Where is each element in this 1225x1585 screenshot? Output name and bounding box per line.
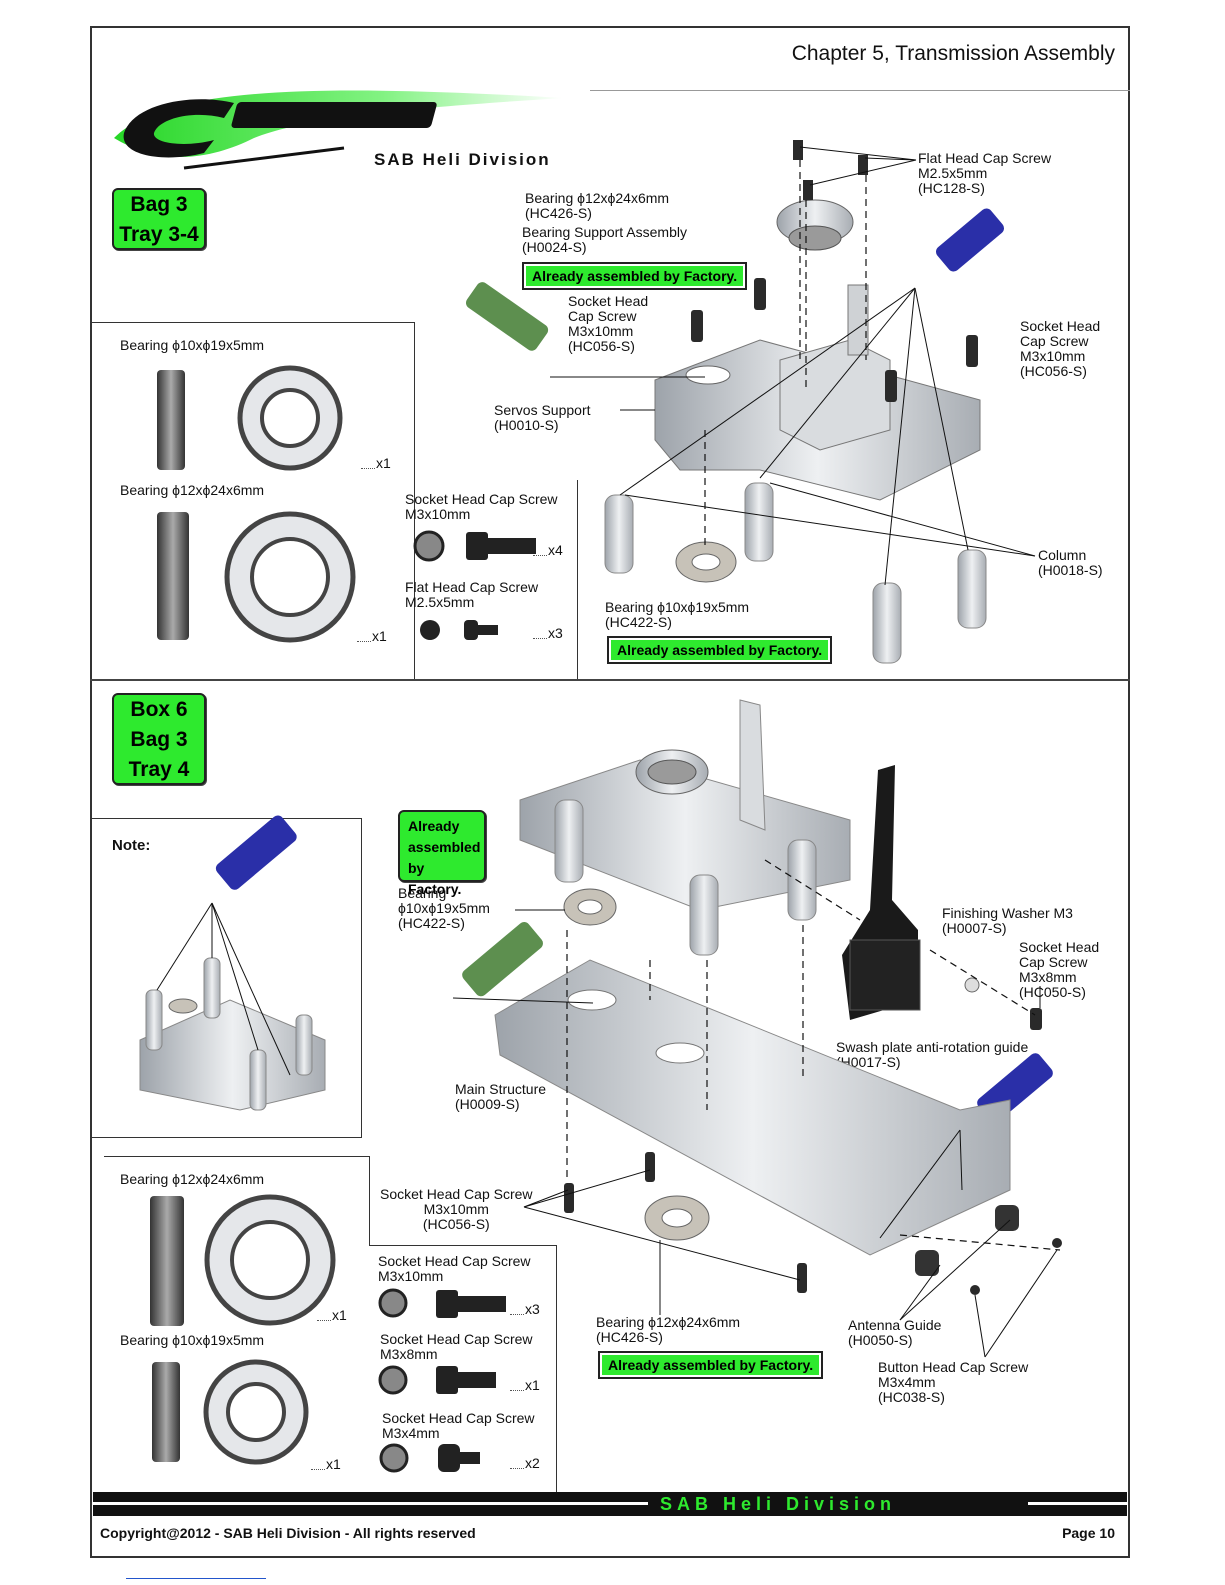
chapter-rule	[590, 90, 1130, 91]
parts-box-2	[104, 1156, 370, 1492]
part2-bearing-10x19: Bearing ϕ10xϕ19x5mm	[120, 1332, 265, 1348]
callout-column: Column(H0018-S)	[1038, 547, 1103, 578]
qty2-bearing-12x24: x1	[317, 1307, 347, 1323]
logo-subtitle: SAB Heli Division	[374, 150, 551, 169]
page-number: Page 10	[1062, 1525, 1115, 1541]
box-bag-tray-tag-2: Box 6 Bag 3 Tray 4	[112, 693, 206, 785]
qty2-socket-m3x8: x1	[510, 1377, 540, 1393]
callout-swash-guide: Swash plate anti-rotation guide(H0017-S)	[836, 1039, 1029, 1070]
part-bearing-10x19: Bearing ϕ10xϕ19x5mm	[120, 337, 265, 353]
qty2-socket-m3x4: x2	[510, 1455, 540, 1471]
parts-box-2b	[369, 1156, 370, 1246]
copyright: Copyright@2012 - SAB Heli Division - All…	[100, 1525, 476, 1541]
parts-box-1b	[414, 480, 578, 679]
bag-tray-tag-1: Bag 3 Tray 3-4	[112, 188, 206, 250]
callout-bearing-12x24: Bearing ϕ12xϕ24x6mm(HC426-S)	[525, 190, 670, 221]
factory-block: Already assembled by Factory.	[398, 810, 486, 897]
part2-bearing-12x24: Bearing ϕ12xϕ24x6mm	[120, 1171, 265, 1187]
qty-flat-screw-m25x5: x3	[533, 625, 563, 641]
goblin-logo	[114, 90, 564, 170]
callout-bearing-10x19: Bearing ϕ10xϕ19x5mm(HC422-S)	[605, 599, 750, 630]
footer-band	[93, 1492, 1127, 1516]
part-bearing-12x24: Bearing ϕ12xϕ24x6mm	[120, 482, 265, 498]
factory-tag-2: Already assembled by Factory.	[607, 636, 833, 664]
parts-box-1	[90, 322, 415, 679]
note-title: Note:	[112, 837, 151, 854]
section-divider	[90, 679, 1130, 681]
qty-bearing-12x24: x1	[357, 628, 387, 644]
note-box	[90, 818, 362, 1138]
callout-servos-support: Servos Support(H0010-S)	[494, 402, 591, 433]
footer-brand: SAB Heli Division	[660, 1494, 897, 1514]
qty-bearing-10x19: x1	[361, 455, 391, 471]
callout-bearing-support: Bearing Support Assembly(H0024-S)	[522, 224, 687, 255]
callout2-bearing-12x24: Bearing ϕ12xϕ24x6mm(HC426-S)	[596, 1314, 741, 1345]
factory-tag-3: Already assembled by Factory.	[598, 1351, 824, 1379]
callout-main-structure: Main Structure(H0009-S)	[455, 1081, 547, 1112]
callout-antenna-guide: Antenna Guide(H0050-S)	[848, 1317, 942, 1348]
chapter-title: Chapter 5, Transmission Assembly	[791, 42, 1115, 65]
qty2-socket-m3x10: x3	[510, 1301, 540, 1317]
parts-box-2c	[369, 1245, 557, 1492]
factory-tag-1: Already assembled by Factory.	[522, 262, 748, 290]
bottom-link-underline[interactable]	[126, 1578, 266, 1579]
qty2-bearing-10x19: x1	[311, 1456, 341, 1472]
callout-finishing-washer: Finishing Washer M3(H0007-S)	[942, 905, 1073, 936]
qty-socket-screw-m3x10: x4	[533, 542, 563, 558]
page-frame	[90, 26, 1130, 1558]
